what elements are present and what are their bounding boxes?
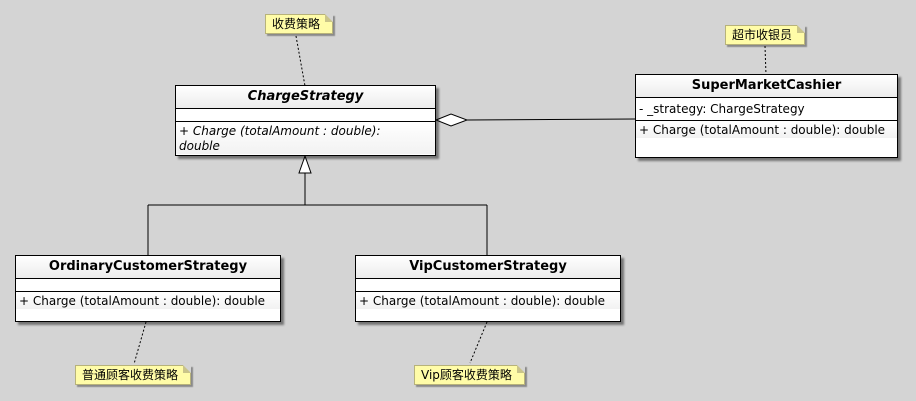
operation-charge: + Charge (totalAmount : double): xyxy=(179,124,381,138)
attribute-strategy: - _strategy: ChargeStrategy xyxy=(639,102,805,116)
note-text: 收费策略 xyxy=(272,17,321,31)
attributes-compartment xyxy=(16,279,280,292)
class-name: OrdinaryCustomerStrategy xyxy=(16,256,280,279)
class-name: ChargeStrategy xyxy=(176,86,435,109)
note-anchor-supermarket-cashier xyxy=(764,45,767,76)
note-supermarket-cashier[interactable]: 超市收银员 xyxy=(725,25,806,45)
class-name: VipCustomerStrategy xyxy=(356,256,620,279)
note-charge-strategy[interactable]: 收费策略 xyxy=(265,14,334,34)
aggregation-diamond xyxy=(434,113,469,127)
attributes-compartment xyxy=(356,279,620,292)
operations-compartment: + Charge (totalAmount : double): double xyxy=(356,292,620,309)
note-text: 超市收银员 xyxy=(732,28,793,42)
class-name: SuperMarketCashier xyxy=(636,75,897,98)
class-charge-strategy[interactable]: ChargeStrategy + Charge (totalAmount : d… xyxy=(175,85,436,156)
class-vip-customer-strategy[interactable]: VipCustomerStrategy + Charge (totalAmoun… xyxy=(355,255,621,322)
note-text: 普通顾客收费策略 xyxy=(82,368,179,382)
aggregation-line xyxy=(466,118,636,121)
note-anchor-ordinary-strategy xyxy=(133,321,147,365)
attributes-compartment: - _strategy: ChargeStrategy xyxy=(636,98,897,121)
operation-charge: + Charge (totalAmount : double): double xyxy=(639,123,886,137)
note-anchor-charge-strategy xyxy=(295,35,306,87)
operation-charge-return-type: double xyxy=(179,139,220,153)
generalization-arrowhead xyxy=(298,154,312,174)
operations-compartment: + Charge (totalAmount : double): double xyxy=(176,122,435,154)
note-text: Vip顾客收费策略 xyxy=(421,368,512,382)
operation-charge: + Charge (totalAmount : double): double xyxy=(19,294,266,308)
operation-charge: + Charge (totalAmount : double): double xyxy=(359,294,606,308)
class-ordinary-customer-strategy[interactable]: OrdinaryCustomerStrategy + Charge (total… xyxy=(15,255,281,322)
operations-compartment: + Charge (totalAmount : double): double xyxy=(16,292,280,309)
note-ordinary-customer-strategy[interactable]: 普通顾客收费策略 xyxy=(75,365,192,385)
class-supermarket-cashier[interactable]: SuperMarketCashier - _strategy: ChargeSt… xyxy=(635,74,898,158)
operations-compartment: + Charge (totalAmount : double): double xyxy=(636,121,897,138)
note-vip-customer-strategy[interactable]: Vip顾客收费策略 xyxy=(414,365,525,385)
attributes-compartment xyxy=(176,109,435,122)
note-anchor-vip-strategy xyxy=(469,321,488,364)
